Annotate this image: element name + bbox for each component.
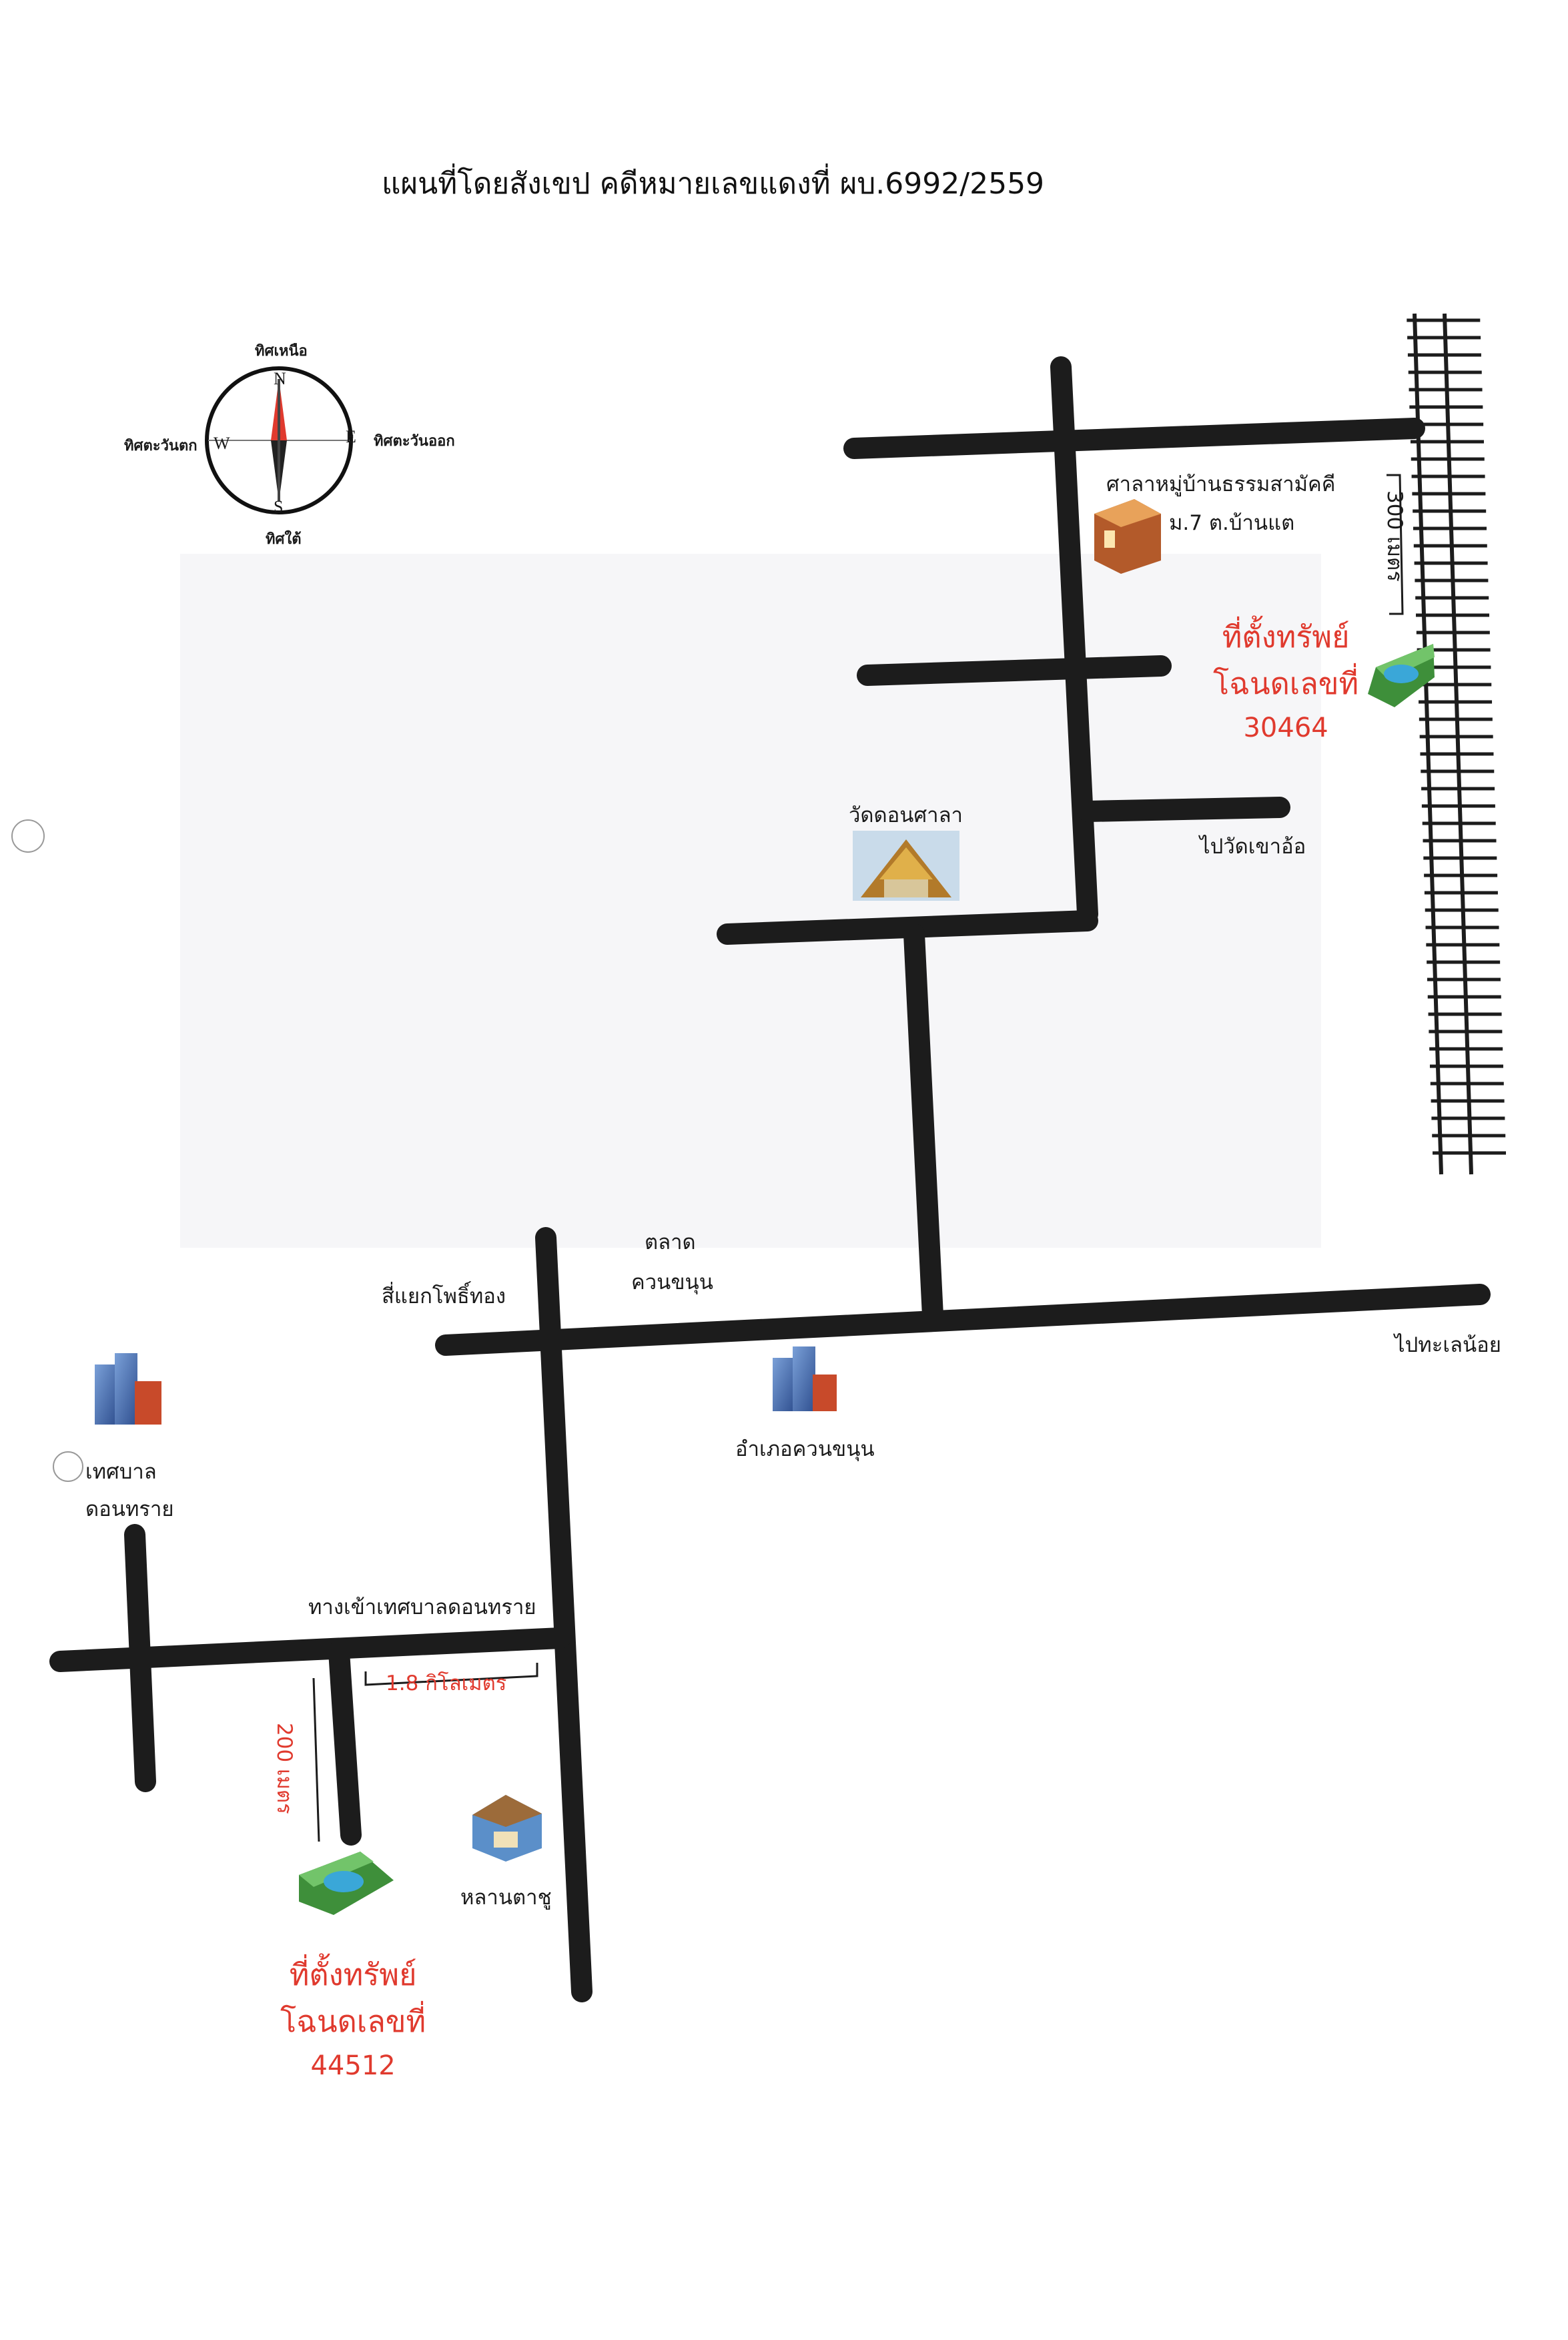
municipality-label-line2: ดอนทราย	[85, 1497, 174, 1521]
property-44512-line1: ที่ตั้งทรัพย์	[289, 1957, 417, 1992]
punch-hole-bottom	[53, 1451, 83, 1482]
compass-west-label: ทิศตะวันตก	[124, 438, 198, 454]
village-hall-icon	[1094, 499, 1161, 574]
property-44512-line2: โฉนดเลขที่	[280, 2003, 426, 2039]
road-upper-vertical	[1050, 356, 1098, 925]
district-office-label: อำเภอควนขนุน	[735, 1437, 875, 1461]
deed-44512-land-icon	[299, 1852, 394, 1915]
lan-ta-chu-label: หลานตาชู	[460, 1886, 552, 1910]
road-to-khao-o	[1077, 797, 1290, 822]
municipality-label-line1: เทศบาล	[85, 1460, 157, 1484]
compass-south-label: ทิศใต้	[266, 531, 302, 548]
punch-hole-top	[11, 819, 45, 853]
road-central-vertical	[903, 923, 943, 1326]
lan-ta-chu-house-icon	[472, 1795, 542, 1862]
market-label-line1: ตลาด	[645, 1230, 696, 1254]
compass-w: W	[214, 434, 230, 453]
district-office-building-icon	[773, 1346, 837, 1411]
road-mid-horizontal	[857, 655, 1172, 686]
m200-distance-label: 200 เมตร	[272, 1723, 296, 1814]
compass	[205, 366, 353, 514]
km-distance-label: 1.8 กิโลเมตร	[386, 1671, 507, 1695]
road-main-horizontal	[435, 1284, 1491, 1356]
km-bracket	[364, 1663, 538, 1686]
property-30464-line2: โฉนดเลขที่	[1213, 665, 1359, 701]
junction-label: สี่แยกโพธิ์ทอง	[382, 1284, 506, 1308]
municipality-building-icon	[95, 1353, 161, 1425]
municipality-entrance-label: ทางเข้าเทศบาลดอนทราย	[308, 1595, 536, 1619]
railway	[1407, 313, 1507, 1175]
road-west-vertical	[535, 1227, 593, 2002]
property-44512-label: ที่ตั้งทรัพย์ โฉนดเลขที่ 44512	[280, 1952, 426, 2086]
road-property-spur	[328, 1641, 362, 1846]
road-top-horizontal	[843, 418, 1425, 459]
property-44512-deed-number: 44512	[310, 2050, 396, 2081]
rail-gap-bracket	[1387, 474, 1404, 615]
property-30464-line1: ที่ตั้งทรัพย์	[1222, 619, 1350, 655]
compass-east-label: ทิศตะวันออก	[374, 433, 455, 450]
temple-label: วัดดอนศาลา	[849, 803, 963, 827]
compass-s: S	[274, 497, 284, 516]
to-khao-o-label: ไปวัดเขาอ้อ	[1200, 835, 1306, 859]
temple-icon	[853, 831, 959, 901]
rail-gap-distance-label: 300 เมตร	[1383, 490, 1407, 582]
road-municipality-spur	[124, 1524, 156, 1792]
market-label-line2: ควนขนุน	[631, 1270, 713, 1294]
deed-30464-land-icon	[1368, 644, 1435, 707]
map-title: แผนที่โดยสังเขป คดีหมายเลขแดงที่ ผบ.6992…	[382, 167, 1045, 201]
compass-ring	[205, 366, 353, 514]
compass-e: E	[346, 427, 356, 446]
to-thale-noi-label: ไปทะเลน้อย	[1395, 1333, 1501, 1357]
compass-n: N	[274, 369, 286, 388]
roads	[49, 356, 1491, 2002]
property-30464-deed-number: 30464	[1243, 712, 1328, 743]
m200-bracket	[312, 1677, 320, 1842]
property-30464-label: ที่ตั้งทรัพย์ โฉนดเลขที่ 30464	[1213, 614, 1358, 749]
village-hall-label: ศาลาหมู่บ้านธรรมสามัคคี	[1106, 472, 1336, 496]
village-no-label: ม.7 ต.บ้านแต	[1169, 511, 1295, 535]
compass-north-label: ทิศเหนือ	[255, 343, 308, 360]
